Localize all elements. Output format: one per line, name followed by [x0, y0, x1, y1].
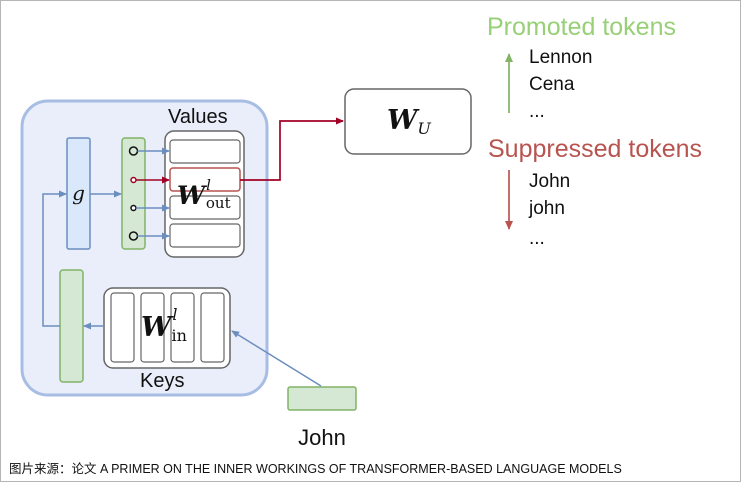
values-label: Values	[168, 106, 228, 128]
activation-node	[130, 204, 137, 212]
hidden-state-vector	[59, 269, 84, 383]
w-u-label: WU	[387, 105, 431, 138]
keys-column	[170, 292, 195, 363]
promoted-token: ...	[529, 101, 545, 122]
input-to-keys-arrow	[231, 330, 322, 387]
activation-node	[128, 231, 139, 241]
input-token-box	[287, 386, 357, 411]
image-source-caption: 图片来源：论文 A PRIMER ON THE INNER WORKINGS O…	[9, 462, 622, 476]
suppressed-token: john	[528, 198, 565, 219]
promoted-token: Cena	[529, 74, 575, 95]
keys-column	[110, 292, 135, 363]
activation-vector	[121, 137, 146, 250]
g-label: g	[72, 181, 85, 205]
promoted-title: Promoted tokens	[487, 13, 676, 41]
values-row	[169, 223, 241, 248]
input-token-label: John	[298, 425, 346, 450]
keys-column	[200, 292, 225, 363]
suppressed-token: ...	[529, 228, 545, 249]
activation-node	[128, 146, 139, 156]
values-row	[169, 139, 241, 164]
keys-matrix	[103, 287, 231, 369]
keys-column	[140, 292, 165, 363]
keys-label: Keys	[140, 370, 184, 392]
hidden-to-g-arrow	[42, 190, 67, 327]
suppressed-title: Suppressed tokens	[488, 135, 702, 163]
unembedding-box	[344, 88, 472, 155]
promoted-token: Lennon	[529, 47, 592, 68]
activation-node-selected	[130, 176, 137, 184]
suppressed-token: John	[529, 171, 570, 192]
values-row	[169, 195, 241, 220]
value-to-unembedding-arrow	[240, 117, 344, 181]
